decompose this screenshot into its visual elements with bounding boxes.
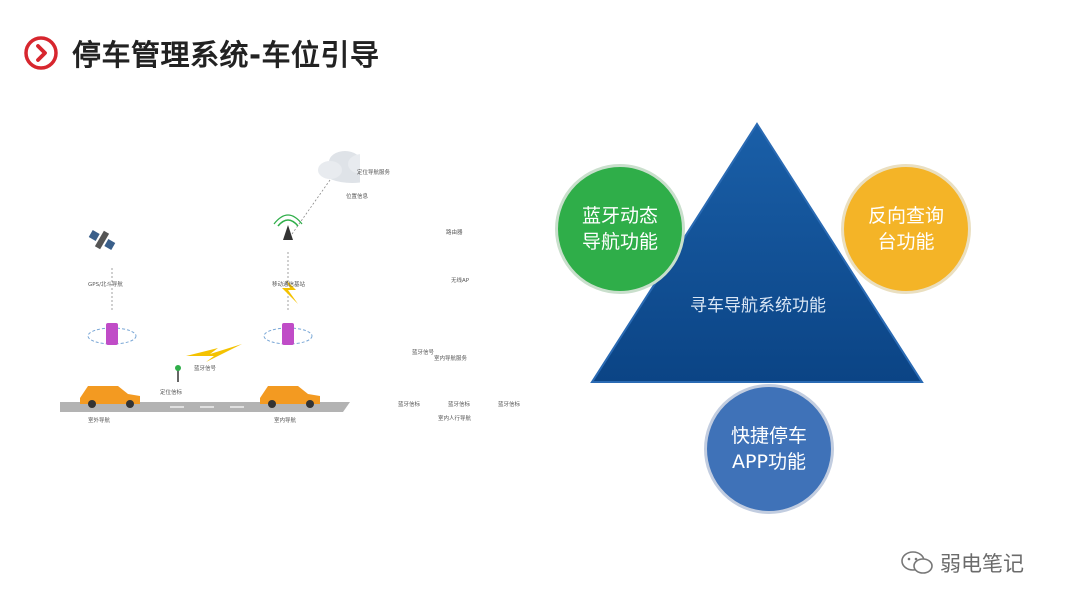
cloud-label: 定位导航服务 xyxy=(357,170,391,176)
car-icon-1 xyxy=(80,386,140,408)
signal-bolt-icon-2 xyxy=(282,280,298,304)
beacon-3-label: 蓝牙信标 xyxy=(498,402,521,408)
cell-tower-icon xyxy=(273,214,303,240)
indoor-walk-label: 室内人行导航 xyxy=(438,416,472,422)
bt-link2-label: 蓝牙信号 xyxy=(412,350,435,356)
bluetooth-navigation-label: 蓝牙动态导航功能 xyxy=(581,205,658,253)
quick-parking-app-circle: 快捷停车APP功能 xyxy=(704,384,834,514)
phone-icon-1 xyxy=(87,323,137,345)
title-bar: 停车管理系统-车位引导 xyxy=(24,33,380,73)
phone-icon-2 xyxy=(263,323,313,345)
reverse-query-circle: 反向查询台功能 xyxy=(841,164,971,294)
beacon-2-label: 蓝牙信标 xyxy=(448,402,471,408)
tower-label: 移动通信基站 xyxy=(272,282,306,288)
network-links xyxy=(111,179,453,310)
beacon-1-label: 蓝牙信标 xyxy=(398,402,421,408)
ap-label: 无线AP xyxy=(451,278,470,284)
outdoor-nav-label: 室外导航 xyxy=(88,418,111,424)
indoor-nav-label: 室内导航 xyxy=(274,418,297,424)
page-title: 停车管理系统-车位引导 xyxy=(72,38,380,72)
bt-link-label: 蓝牙信号 xyxy=(194,366,217,372)
watermark-text: 弱电笔记 xyxy=(940,552,1024,576)
reverse-query-label: 反向查询台功能 xyxy=(868,205,945,253)
router-label: 路由器 xyxy=(446,230,463,236)
parking-guidance-diagram: 定位导航服务 位置信息 路由器 无线AP GPS/北斗导航 移动通信基站 室内导… xyxy=(54,140,520,440)
cloud-icon xyxy=(318,151,380,183)
quick-parking-app-label: 快捷停车APP功能 xyxy=(731,425,808,473)
satellite-icon xyxy=(88,230,116,250)
cloud-sub-label: 位置信息 xyxy=(346,194,369,200)
locate-beacon-label: 定位信标 xyxy=(160,390,183,396)
chevron-right-icon xyxy=(24,36,58,70)
center-label: 寻车导航系统功能 xyxy=(690,296,826,316)
bluetooth-navigation-circle: 蓝牙动态导航功能 xyxy=(555,164,685,294)
chat-bubbles-icon xyxy=(901,551,933,574)
satellite-label: GPS/北斗导航 xyxy=(88,282,123,288)
watermark: 弱电笔记 xyxy=(900,548,1024,578)
signal-bolt-icon-1 xyxy=(186,344,242,362)
diagram-graphics xyxy=(54,151,511,412)
beacon-icon-1 xyxy=(175,365,181,382)
car-icon-2 xyxy=(260,386,320,408)
indoor-service-label: 室内导航服务 xyxy=(434,356,468,362)
